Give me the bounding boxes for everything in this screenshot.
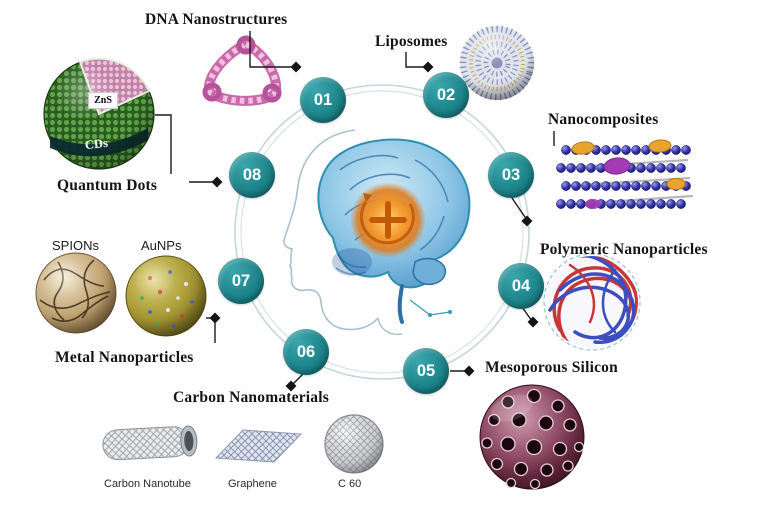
mesoporous-silicon-illustration — [479, 384, 585, 490]
label-mesoporous-silicon: Mesoporous Silicon — [485, 359, 618, 376]
label-liposomes: Liposomes — [375, 33, 448, 50]
label-zns-shell: ZnS — [88, 92, 118, 109]
connector-ring — [234, 84, 530, 380]
carbon-nanotube-illustration — [102, 425, 198, 461]
dna-structure-illustration — [202, 35, 282, 106]
graphene-illustration — [214, 429, 303, 463]
label-dna-nanostructures: DNA Nanostructures — [145, 11, 288, 28]
aunps-illustration — [125, 255, 207, 337]
node-02: 02 — [423, 72, 469, 118]
label-c60: C 60 — [338, 478, 362, 490]
label-carbon-nanotube: Carbon Nanotube — [104, 478, 191, 490]
node-07: 07 — [218, 258, 264, 304]
polymeric-nanoparticle-illustration — [543, 253, 641, 351]
node-03: 03 — [488, 152, 534, 198]
label-aunps: AuNPs — [141, 238, 182, 253]
node-01: 01 — [300, 77, 346, 123]
nanocomposite-illustration — [556, 139, 694, 209]
label-carbon-nanomaterials: Carbon Nanomaterials — [173, 389, 329, 406]
brain-illustration — [283, 129, 471, 336]
node-08: 08 — [229, 152, 275, 198]
connector-diamonds — [209, 61, 539, 392]
label-polymeric-nanoparticles: Polymeric Nanoparticles — [540, 241, 708, 258]
label-graphene: Graphene — [228, 478, 277, 490]
node-05: 05 — [403, 348, 449, 394]
label-nanocomposites: Nanocomposites — [548, 111, 659, 128]
label-quantum-dots: Quantum Dots — [57, 177, 158, 194]
liposome-illustration — [459, 25, 535, 101]
node-06: 06 — [283, 329, 329, 375]
spions-illustration — [35, 252, 117, 334]
label-metal-nanoparticles: Metal Nanoparticles — [55, 349, 194, 366]
c60-illustration — [324, 414, 384, 474]
label-cds-core: CDs — [84, 135, 109, 153]
label-spions: SPIONs — [52, 238, 99, 253]
node-04: 04 — [498, 263, 544, 309]
quantum-dot-illustration — [43, 57, 155, 170]
